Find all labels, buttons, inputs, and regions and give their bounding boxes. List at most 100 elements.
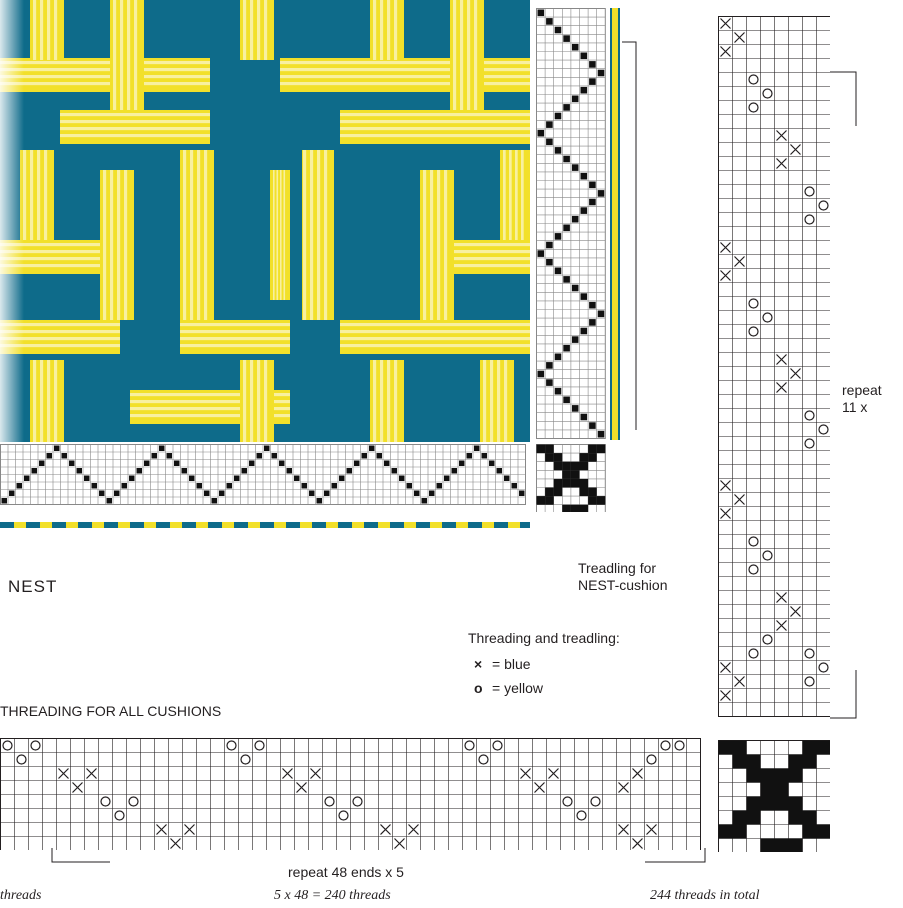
- threading-cell: [309, 491, 315, 497]
- treadling-cell: [538, 130, 545, 137]
- threading-cell: [392, 468, 398, 474]
- threading-cell: [234, 476, 240, 482]
- treadling-cell: [563, 225, 570, 232]
- tieup-cell: [817, 741, 831, 755]
- threading-cell: [399, 476, 405, 482]
- treadling-cell: [563, 156, 570, 163]
- treadling-cell: [555, 113, 562, 120]
- tieup-cell: [719, 825, 733, 839]
- threading-cell: [347, 468, 353, 474]
- tieup-cell: [733, 811, 747, 825]
- treadling-cell: [589, 61, 596, 68]
- threading-cell: [99, 491, 105, 497]
- threading-cell: [92, 483, 98, 489]
- threading-cell: [32, 468, 38, 474]
- threading-cell: [62, 453, 68, 459]
- treadling-cell: [581, 173, 588, 180]
- treadling-cell: [572, 44, 579, 51]
- treadling-caption-line2: NEST-cushion: [578, 577, 667, 594]
- threading-cell: [512, 483, 518, 489]
- treadling-cell: [555, 147, 562, 154]
- treadling-cell: [581, 328, 588, 335]
- threading-cell: [152, 453, 158, 459]
- tieup-cell: [789, 797, 803, 811]
- threading-cell: [354, 461, 360, 467]
- circle-mark-icon: o: [474, 680, 492, 697]
- tieup-cell: [789, 839, 803, 853]
- threading-cell: [377, 453, 383, 459]
- tieup-cell: [775, 839, 789, 853]
- tieup-cell: [733, 741, 747, 755]
- tieup-cell: [761, 797, 775, 811]
- treadling-cell: [572, 216, 579, 223]
- treadling-cell: [572, 285, 579, 292]
- threading-cell: [302, 483, 308, 489]
- threading-cell: [317, 498, 323, 504]
- treadling-cell: [589, 199, 596, 206]
- vertical-repeat-line2: 11 x: [842, 399, 882, 416]
- threading-cell: [204, 491, 210, 497]
- threading-cell: [339, 476, 345, 482]
- threading-cell: [414, 491, 420, 497]
- treadling-cell: [581, 87, 588, 94]
- treadling-cell: [546, 18, 553, 25]
- tieup-cell: [789, 769, 803, 783]
- treadling-cell: [572, 405, 579, 412]
- treadling-cell: [546, 242, 553, 249]
- x-mark-icon: ×: [474, 656, 492, 673]
- tieup-cell: [803, 811, 817, 825]
- treadling-cell: [563, 276, 570, 283]
- drawdown-tieup-grid: [536, 444, 606, 512]
- treadling-cell: [572, 164, 579, 171]
- threading-cell: [137, 468, 143, 474]
- treadling-caption: Treadling for NEST-cushion: [578, 560, 667, 594]
- threading-cell: [129, 476, 135, 482]
- threading-cell: [242, 468, 248, 474]
- horizontal-repeat-label: repeat 48 ends x 5: [288, 864, 404, 881]
- threading-cell: [489, 461, 495, 467]
- threading-cell: [167, 453, 173, 459]
- treadling-cell: [572, 96, 579, 103]
- tieup-grid: [718, 740, 830, 852]
- treadling-cell: [555, 233, 562, 240]
- tieup-cell: [789, 755, 803, 769]
- tieup-cell: [733, 825, 747, 839]
- threading-cell: [429, 491, 435, 497]
- tieup-cell: [761, 839, 775, 853]
- treadling-cell: [563, 345, 570, 352]
- tieup-cell: [775, 783, 789, 797]
- vertical-repeat-line1: repeat: [842, 382, 882, 399]
- threading-cell: [122, 483, 128, 489]
- treadling-cell: [598, 70, 605, 77]
- tieup-cell: [761, 769, 775, 783]
- threading-cell: [332, 483, 338, 489]
- treadling-cell: [546, 379, 553, 386]
- tieup-cell: [775, 769, 789, 783]
- threading-cell: [159, 446, 165, 452]
- treadling-cell: [589, 78, 596, 85]
- weave-drawdown: [0, 0, 530, 442]
- treadling-cell: [546, 139, 553, 146]
- pattern-title: NEST: [8, 577, 57, 597]
- tieup-cell: [747, 797, 761, 811]
- treadling-cell: [546, 259, 553, 266]
- threading-cell: [47, 453, 53, 459]
- threading-cell: [504, 476, 510, 482]
- tieup-cell: [747, 769, 761, 783]
- threading-cell: [407, 483, 413, 489]
- tieup-cell: [747, 755, 761, 769]
- treadling-cell: [555, 268, 562, 275]
- treadling-cell: [538, 371, 545, 378]
- treadling-cell: [589, 182, 596, 189]
- threading-title: THREADING FOR ALL CUSHIONS: [0, 703, 221, 720]
- threading-cell: [369, 446, 375, 452]
- count-right: 244 threads in total: [650, 888, 760, 904]
- threading-cell: [422, 498, 428, 504]
- threading-cell: [272, 453, 278, 459]
- threading-cell: [54, 446, 60, 452]
- threading-cell: [77, 468, 83, 474]
- threading-cell: [324, 491, 330, 497]
- legend-heading: Threading and treadling:: [468, 630, 620, 647]
- threading-cell: [452, 468, 458, 474]
- treadling-cell: [538, 250, 545, 257]
